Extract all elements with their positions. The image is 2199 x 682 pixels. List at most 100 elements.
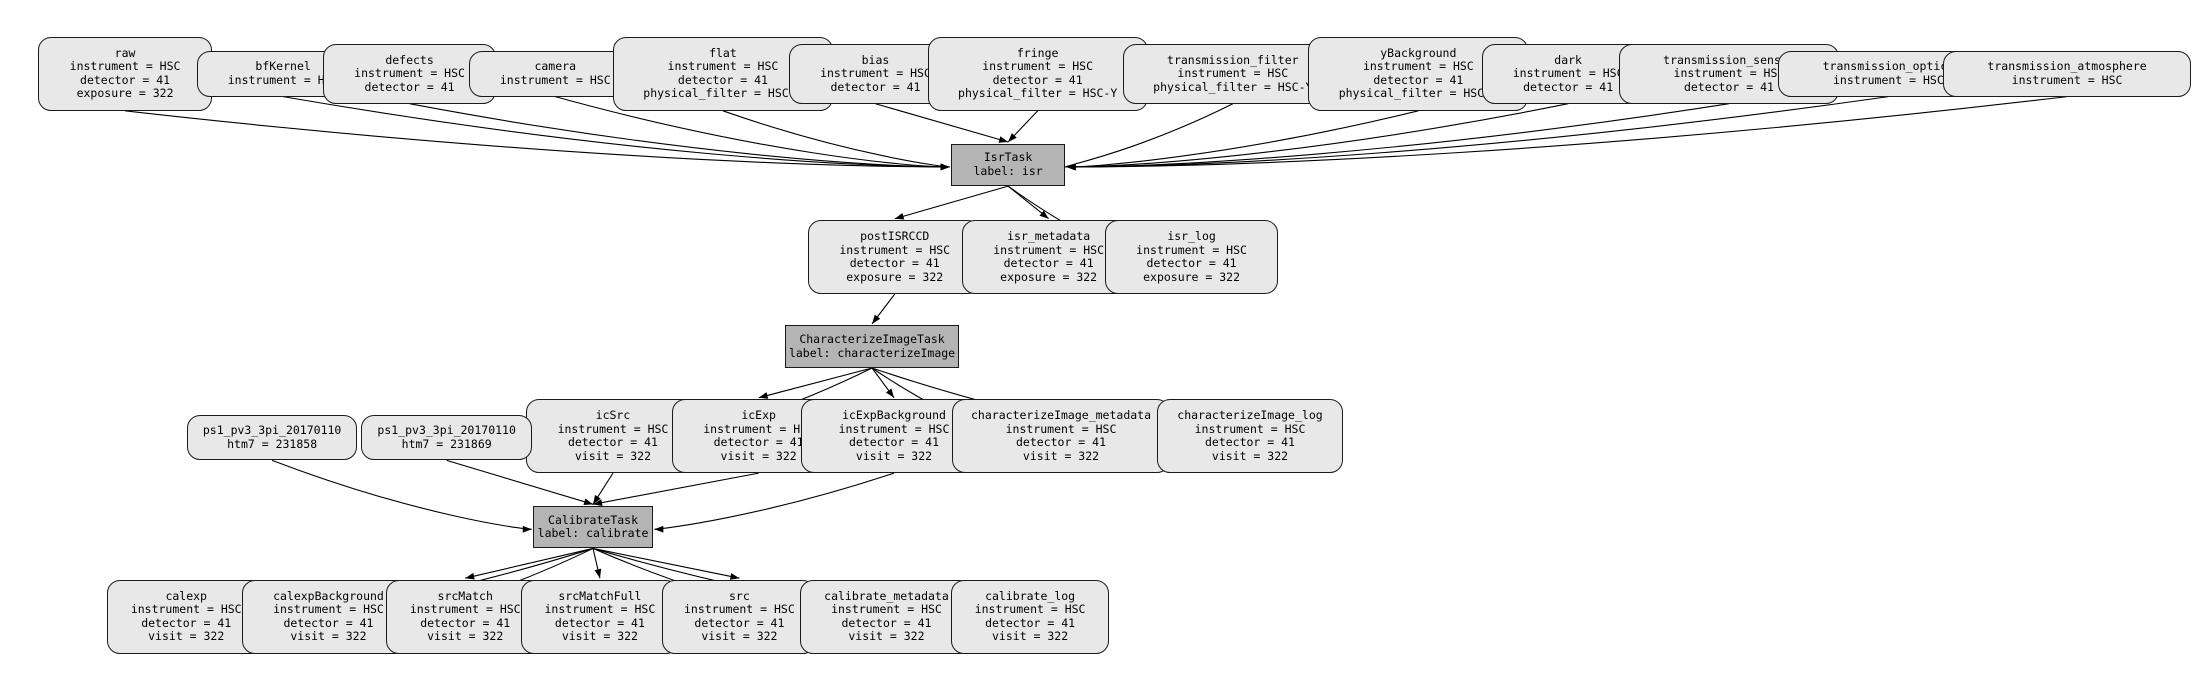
node-title: CalibrateTask <box>548 512 639 527</box>
node-title: fringe <box>1016 46 1059 61</box>
node-dimension: instrument = HSC <box>820 66 931 81</box>
edge-IsrTask-to-postISRCCD <box>894 185 1009 220</box>
node-title: bias <box>861 52 890 67</box>
node-dimension: exposure = 322 <box>1000 269 1098 284</box>
edge-icExpBackground-to-CalibrateTask <box>654 472 895 530</box>
edge-CharacterizeImageTask-to-icExp <box>758 367 873 399</box>
node-dimension: detector = 41 <box>420 615 511 630</box>
node-title: srcMatch <box>437 588 493 603</box>
edge-yBackground-to-IsrTask <box>1066 110 1419 168</box>
node-dimension: instrument = HSC <box>831 602 942 617</box>
node-dimension: detector = 41 <box>992 72 1083 87</box>
node-dimension: detector = 41 <box>1373 72 1464 87</box>
node-dimension: visit = 322 <box>992 629 1069 644</box>
edge-arrowhead <box>729 573 740 580</box>
node-dimension: instrument = HSC <box>1194 421 1306 436</box>
edge-CalibrateTask-to-src <box>592 547 740 579</box>
node-dimension: instrument = HSC <box>1832 72 1944 87</box>
node-dimension: exposure = 322 <box>76 86 174 101</box>
node-dimension: detector = 41 <box>1016 435 1107 450</box>
node-dimension: visit = 322 <box>1022 448 1100 463</box>
edge-arrowhead <box>465 572 475 580</box>
node-dimension: instrument = HSC <box>703 421 815 436</box>
node-dimension: visit = 322 <box>855 448 933 463</box>
node-title: characterizeImage_metadata <box>971 408 1152 423</box>
edge-ps1_b-to-CalibrateTask <box>446 459 594 505</box>
node-dimension: visit = 322 <box>148 629 225 644</box>
node-dimension: physical_filter = HSC-Y <box>643 86 803 101</box>
edge-arrowhead <box>593 499 603 506</box>
edge-arrowhead <box>998 136 1009 143</box>
node-title: icSrc <box>595 408 631 423</box>
node-dimension: detector = 41 <box>985 615 1076 630</box>
node-dimension: visit = 322 <box>720 448 797 463</box>
node-dimension: instrument = HSC <box>1673 66 1785 81</box>
edge-defects-to-IsrTask <box>409 103 950 168</box>
node-dimension: visit = 322 <box>561 629 638 644</box>
edge-arrowhead <box>1008 133 1017 143</box>
edge-camera-to-IsrTask <box>555 96 950 168</box>
node-title: bfKernel <box>255 59 311 74</box>
node-title: CharacterizeImageTask <box>799 332 945 347</box>
node-dimension: physical_filter = HSC-Y <box>958 86 1118 101</box>
edge-arrowhead <box>758 392 769 399</box>
edge-transmission_atmosphere-to-IsrTask <box>1066 96 2068 168</box>
edge-CalibrateTask-to-srcMatch <box>465 547 594 579</box>
edge-arrowhead <box>894 212 905 220</box>
node-title: icExpBackground <box>842 408 946 423</box>
edge-transmission_sensor-to-IsrTask <box>1066 103 1730 168</box>
node-dimension: detector = 41 <box>849 435 940 450</box>
node-dimension: instrument = HSC <box>557 421 669 436</box>
node-dimension: exposure = 322 <box>1143 269 1241 284</box>
node-dimension: visit = 322 <box>574 448 652 463</box>
node-dimension: instrument = HSC <box>1136 242 1247 257</box>
node-dimension: instrument = HSC <box>1005 421 1117 436</box>
edge-arrowhead <box>594 568 602 579</box>
node-dimension: detector = 41 <box>849 256 940 271</box>
node-dimension: physical_filter = HSC-Y <box>1153 79 1313 94</box>
edge-bias-to-IsrTask <box>875 103 1009 143</box>
node-dimension: label: characterizeImage <box>788 345 956 360</box>
node-dimension: visit = 322 <box>848 629 925 644</box>
node-dimension: instrument = HSC <box>354 66 465 81</box>
node-title: ps1_pv3_3pi_20170110 <box>377 423 516 438</box>
edge-icExp-to-CalibrateTask <box>592 472 759 505</box>
node-dimension: detector = 41 <box>841 615 932 630</box>
edge-arrowhead <box>1039 210 1049 219</box>
node-dimension: label: calibrate <box>537 526 649 541</box>
node-dimension: instrument = HSC <box>1177 66 1289 81</box>
node-dimension: detector = 41 <box>1146 256 1237 271</box>
node-dimension: detector = 41 <box>677 72 768 87</box>
node-title: isr_log <box>1167 229 1216 244</box>
node-dimension: detector = 41 <box>141 615 232 630</box>
node-dimension: detector = 41 <box>554 615 645 630</box>
edge-transmission_filter-to-IsrTask <box>1065 103 1234 168</box>
node-dimension: label: isr <box>973 163 1043 178</box>
node-dimension: instrument = HSC <box>409 602 521 617</box>
node-title: dark <box>1554 52 1582 67</box>
